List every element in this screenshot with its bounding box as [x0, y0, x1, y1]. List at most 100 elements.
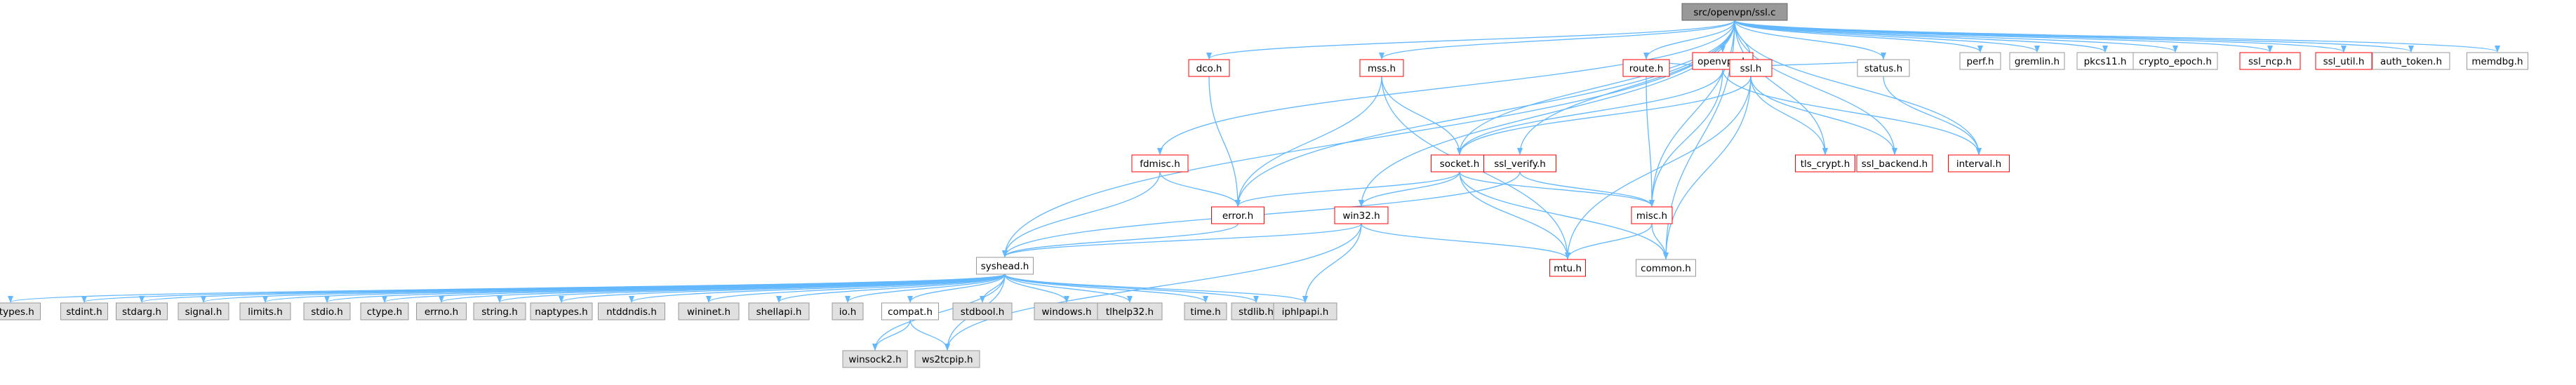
node-ssl_util[interactable]: ssl_util.h: [2315, 52, 2373, 70]
node-fdmisc[interactable]: fdmisc.h: [1131, 154, 1189, 173]
node-ws2tcpip: ws2tcpip.h: [914, 350, 980, 368]
node-auth_token[interactable]: auth_token.h: [2372, 52, 2450, 70]
node-box-pkcs11: [2076, 52, 2134, 70]
node-perf[interactable]: perf.h: [1959, 52, 2001, 70]
node-box-io: [832, 302, 864, 320]
node-label-tls_crypt: tls_crypt.h: [1801, 158, 1850, 170]
node-compat[interactable]: compat.h: [881, 302, 939, 320]
node-box-socket: [1431, 154, 1488, 173]
node-box-route: [1622, 59, 1670, 77]
edge-mss-to-error: [1235, 76, 1382, 207]
edge-fdmisc-to-syshead: [1002, 171, 1161, 257]
node-common[interactable]: common.h: [1636, 259, 1696, 277]
edge-syshead-to-signal: [201, 273, 1006, 303]
node-label-common: common.h: [1641, 263, 1691, 274]
node-error[interactable]: error.h: [1211, 206, 1264, 224]
node-label-mss: mss.h: [1368, 63, 1396, 74]
edge-syshead-to-tlhelp32: [1004, 273, 1133, 303]
node-stdlib: stdlib.h: [1231, 302, 1281, 320]
edge-root-to-syshead: [1002, 20, 1735, 257]
node-label-winsock2: winsock2.h: [848, 354, 901, 365]
edge-root-to-mss: [1379, 20, 1735, 60]
node-label-ssl_ncp: ssl_ncp.h: [2248, 56, 2292, 67]
node-stdio: stdio.h: [303, 302, 351, 320]
node-label-iphlpapi: iphlpapi.h: [1282, 306, 1329, 318]
edge-syshead-to-naptypes: [559, 273, 1006, 303]
node-win32[interactable]: win32.h: [1334, 206, 1389, 224]
node-label-time: time.h: [1190, 306, 1220, 318]
node-route[interactable]: route.h: [1622, 59, 1670, 77]
edge-error-to-syshead: [1002, 223, 1239, 257]
node-box-ssl_ncp: [2239, 52, 2301, 70]
node-socket[interactable]: socket.h: [1431, 154, 1488, 173]
edge-ssl_verify-to-misc: [1519, 171, 1655, 207]
edge-root-to-route: [1643, 20, 1735, 60]
node-tlhelp32: tlhelp32.h: [1097, 302, 1163, 320]
edge-socket-to-error: [1235, 171, 1460, 207]
node-root[interactable]: src/openvpn/ssl.c: [1681, 3, 1788, 21]
node-box-stdarg: [116, 302, 168, 320]
node-ssl_verify[interactable]: ssl_verify.h: [1483, 154, 1556, 173]
node-label-pkcs11: pkcs11.h: [2084, 56, 2127, 67]
edge-ssl-to-socket: [1457, 76, 1751, 155]
edge-socket-to-common: [1459, 171, 1669, 259]
node-mss[interactable]: mss.h: [1359, 59, 1404, 77]
node-shellapi: shellapi.h: [748, 302, 810, 320]
edge-syshead-to-compat: [907, 273, 1006, 303]
node-label-string: string.h: [481, 306, 518, 318]
node-label-ws2tcpip: ws2tcpip.h: [921, 354, 973, 365]
node-label-ssl_util: ssl_util.h: [2323, 56, 2365, 67]
node-box-crypto_epoch: [2133, 52, 2218, 70]
edge-syshead-to-windows: [1004, 273, 1069, 303]
node-ctype: ctype.h: [360, 302, 409, 320]
node-box-memdbg: [2467, 52, 2528, 70]
node-ssl[interactable]: ssl.h: [1729, 59, 1773, 77]
edge-openvpn-to-socket: [1457, 69, 1723, 155]
node-box-ssl_verify: [1483, 154, 1556, 173]
node-tls_crypt[interactable]: tls_crypt.h: [1795, 154, 1855, 173]
edge-ssl-to-mtu: [1565, 76, 1751, 259]
node-label-stdlib: stdlib.h: [1239, 306, 1274, 318]
node-box-ssl_backend: [1856, 154, 1933, 173]
node-label-wininet: wininet.h: [687, 306, 730, 318]
node-errno: errno.h: [416, 302, 467, 320]
node-string: string.h: [473, 302, 526, 320]
node-pkcs11[interactable]: pkcs11.h: [2076, 52, 2134, 70]
node-memdbg[interactable]: memdbg.h: [2467, 52, 2528, 70]
node-crypto_epoch[interactable]: crypto_epoch.h: [2133, 52, 2218, 70]
node-syshead[interactable]: syshead.h: [976, 257, 1034, 275]
node-label-auth_token: auth_token.h: [2380, 56, 2442, 67]
edge-root-to-memdbg: [1734, 20, 2500, 53]
edge-root-to-win32: [1359, 20, 1735, 207]
node-gremlin[interactable]: gremlin.h: [2009, 52, 2065, 70]
edge-root-to-socket: [1457, 20, 1735, 155]
node-dco[interactable]: dco.h: [1188, 59, 1230, 77]
node-iphlpapi: iphlpapi.h: [1273, 302, 1337, 320]
edge-root-to-crypto_epoch: [1734, 20, 2178, 53]
edge-mss-to-socket: [1381, 76, 1462, 155]
node-label-ssl_backend: ssl_backend.h: [1862, 158, 1928, 170]
node-mtu[interactable]: mtu.h: [1549, 259, 1586, 277]
edge-syshead-to-stdarg: [139, 273, 1006, 303]
edge-socket-to-win32: [1359, 171, 1460, 207]
edge-root-to-dco: [1206, 20, 1735, 60]
node-ssl_ncp[interactable]: ssl_ncp.h: [2239, 52, 2301, 70]
node-box-perf: [1959, 52, 2001, 70]
node-label-interval: interval.h: [1956, 158, 2001, 170]
node-windows: windows.h: [1034, 302, 1100, 320]
nodes-layer: src/openvpn/ssl.c perf.h gremlin.h pkcs11.h…: [0, 3, 2528, 368]
node-misc[interactable]: misc.h: [1631, 206, 1673, 224]
edge-compat-to-winsock2: [872, 319, 911, 351]
node-label-misc: misc.h: [1636, 210, 1667, 222]
edge-syshead-to-ctype: [382, 273, 1006, 303]
node-interval[interactable]: interval.h: [1948, 154, 2010, 173]
node-box-naptypes: [530, 302, 593, 320]
edge-misc-to-common: [1651, 223, 1669, 259]
node-status[interactable]: status.h: [1857, 59, 1910, 77]
node-limits: limits.h: [239, 302, 291, 320]
edge-win32-to-ws2tcpip: [945, 223, 1362, 351]
edge-syshead-to-ntddndis: [629, 273, 1006, 303]
node-label-errno: errno.h: [425, 306, 458, 318]
node-ssl_backend[interactable]: ssl_backend.h: [1856, 154, 1933, 173]
node-box-mtu: [1549, 259, 1586, 277]
